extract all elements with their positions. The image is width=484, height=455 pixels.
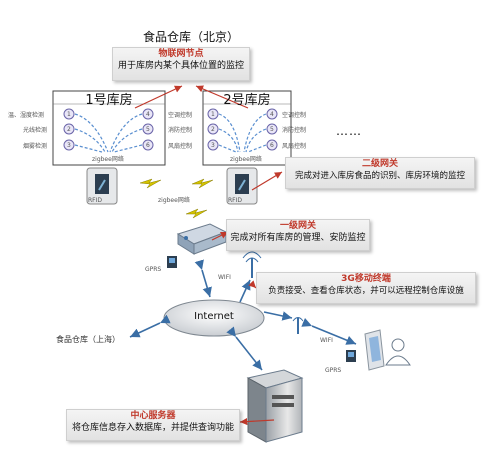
rfid-reader-2 (226, 167, 258, 205)
room2-links (218, 113, 267, 153)
gateway1-callout: 一级网关 完成对所有库房的管理、安防监控 (226, 219, 370, 251)
server-device (246, 369, 304, 443)
more-rooms-ellipsis: …… (336, 124, 362, 138)
room1-network-label: zigbee网络 (92, 156, 124, 163)
mobile-terminal (364, 329, 385, 371)
server-title: 中心服务器 (130, 411, 176, 421)
wifi-label-1: WIFI (218, 274, 231, 281)
rfid-reader-1 (86, 167, 118, 205)
wifi-label-2: WIFI (320, 337, 333, 344)
room1-sensor-label-3: 烟雾检测 (23, 143, 48, 150)
shanghai-warehouse-label: 食品仓库（上海） (56, 335, 120, 344)
gateway2-desc: 完成对进入库房食品的识别、库房环境的监控 (294, 171, 465, 181)
room1-node-2: 2 (67, 126, 71, 133)
mobile-callout: 3G移动终端 负责接受、查看仓库状态，并可以远程控制仓库设施 (256, 272, 476, 304)
user-avatar (385, 338, 411, 366)
wifi-antenna-1 (242, 251, 262, 278)
gprs-label-1: GPRS (145, 266, 162, 273)
rfid-label-1: RFID (88, 197, 103, 204)
room1-node-6: 6 (146, 142, 150, 149)
gateway-device (176, 223, 228, 255)
rfid-label-2: RFID (228, 197, 243, 204)
gprs-device-2 (346, 350, 356, 362)
room2-node-2: 2 (211, 126, 215, 133)
room2-title: 2号库房 (223, 93, 271, 108)
mobile-desc: 负责接受、查看仓库状态，并可以远程控制仓库设施 (268, 286, 464, 296)
gprs-label-2: GPRS (325, 367, 342, 374)
room2-node-6: 6 (270, 142, 274, 149)
gateway2-callout: 二级网关 完成对进入库房食品的识别、库房环境的监控 (285, 157, 475, 189)
callout-pointers (134, 85, 283, 426)
room1-nodes (63, 108, 154, 151)
mobile-title: 3G移动终端 (341, 274, 391, 284)
room1-control-label-1: 空调控制 (168, 112, 193, 119)
room2-control-label-3: 风扇控制 (282, 143, 307, 150)
zigbee-bolts (139, 178, 214, 219)
internet-label: Internet (194, 311, 234, 322)
room1-links (74, 113, 143, 153)
room2-node-1: 1 (211, 111, 215, 118)
room1-node-4: 4 (146, 111, 150, 118)
iot-node-desc: 用于库房内某个具体位置的监控 (117, 61, 244, 71)
page-title: 食品仓库（北京） (143, 30, 240, 44)
room2-control-label-2: 消防控制 (282, 127, 307, 134)
room1-sensor-label-2: 光线检测 (23, 127, 48, 134)
gateway2-title: 二级网关 (361, 159, 398, 169)
room1-title: 1号库房 (85, 93, 133, 108)
room1-node-1: 1 (67, 111, 71, 118)
gprs-device-1 (167, 256, 177, 268)
server-callout: 中心服务器 将仓库信息存入数据库，并提供查询功能 (66, 409, 240, 441)
room1-control-label-2: 消防控制 (168, 127, 193, 134)
room2-control-label-1: 空调控制 (282, 112, 307, 119)
room2-node-5: 5 (270, 126, 274, 133)
gateway1-title: 一级网关 (279, 221, 316, 231)
iot-node-callout: 物联网节点 用于库房内某个具体位置的监控 (112, 47, 250, 81)
network-arrows (129, 259, 357, 371)
room1-node-5: 5 (146, 126, 150, 133)
server-desc: 将仓库信息存入数据库，并提供查询功能 (71, 423, 234, 433)
wifi-antenna-2 (292, 317, 304, 334)
room2-nodes (207, 108, 278, 151)
room2-node-4: 4 (270, 111, 274, 118)
room1-node-3: 3 (67, 142, 71, 149)
iot-node-title: 物联网节点 (158, 49, 204, 59)
zigbee-network-label: zigbee网络 (158, 197, 190, 204)
room2-node-3: 3 (211, 142, 215, 149)
room1-sensor-label-1: 温、湿度检测 (8, 112, 45, 119)
gateway1-desc: 完成对所有库房的管理、安防监控 (230, 233, 366, 243)
room2-network-label: zigbee网络 (230, 156, 262, 163)
room1-control-label-3: 风扇控制 (168, 143, 193, 150)
